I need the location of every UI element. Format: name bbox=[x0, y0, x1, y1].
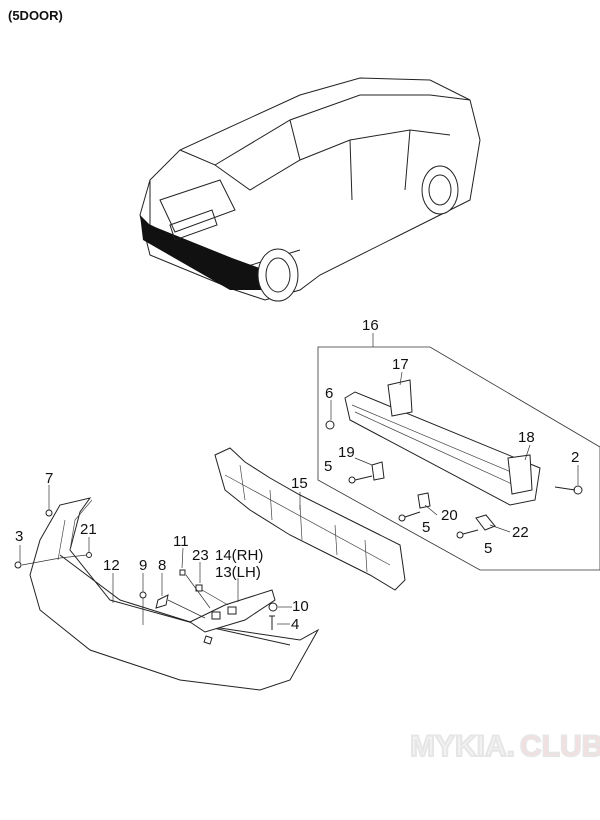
bumper-beam bbox=[344, 379, 541, 506]
label-21: 21 bbox=[80, 521, 97, 538]
label-6: 6 bbox=[325, 385, 333, 402]
label-19: 19 bbox=[338, 444, 355, 461]
label-10: 10 bbox=[292, 598, 309, 615]
bumper-cover bbox=[29, 497, 320, 691]
label-22: 22 bbox=[512, 524, 529, 541]
bracket-13-14 bbox=[188, 589, 276, 633]
label-9: 9 bbox=[139, 557, 147, 574]
fasteners bbox=[14, 420, 583, 645]
part-labels: 16 17 6 18 2 19 5 20 5 22 5 15 7 3 21 12… bbox=[15, 317, 579, 633]
label-12: 12 bbox=[103, 557, 120, 574]
label-4: 4 bbox=[291, 616, 299, 633]
label-2: 2 bbox=[571, 449, 579, 466]
label-15: 15 bbox=[291, 475, 308, 492]
variant-label: (5DOOR) bbox=[8, 8, 63, 23]
label-20: 20 bbox=[441, 507, 458, 524]
label-11: 11 bbox=[173, 533, 189, 550]
watermark-text-main: MYKIA. bbox=[410, 730, 515, 763]
assembly-16-outline bbox=[317, 346, 600, 571]
label-23: 23 bbox=[192, 547, 209, 564]
label-7: 7 bbox=[45, 470, 53, 487]
label-17: 17 bbox=[392, 356, 409, 373]
watermark: MYKIA. CLUB bbox=[409, 729, 600, 764]
label-5a: 5 bbox=[324, 458, 332, 475]
label-5c: 5 bbox=[484, 540, 492, 557]
label-18: 18 bbox=[518, 429, 535, 446]
car-illustration bbox=[139, 77, 481, 302]
label-5b: 5 bbox=[422, 519, 430, 536]
label-3: 3 bbox=[15, 528, 23, 545]
energy-absorber bbox=[214, 447, 406, 591]
label-16: 16 bbox=[362, 317, 379, 334]
watermark-text-accent: CLUB bbox=[520, 730, 600, 763]
label-8: 8 bbox=[158, 557, 166, 574]
leader-lines bbox=[19, 371, 579, 625]
label-13-lh: 13(LH) bbox=[215, 564, 261, 581]
label-14-rh: 14(RH) bbox=[215, 547, 263, 564]
